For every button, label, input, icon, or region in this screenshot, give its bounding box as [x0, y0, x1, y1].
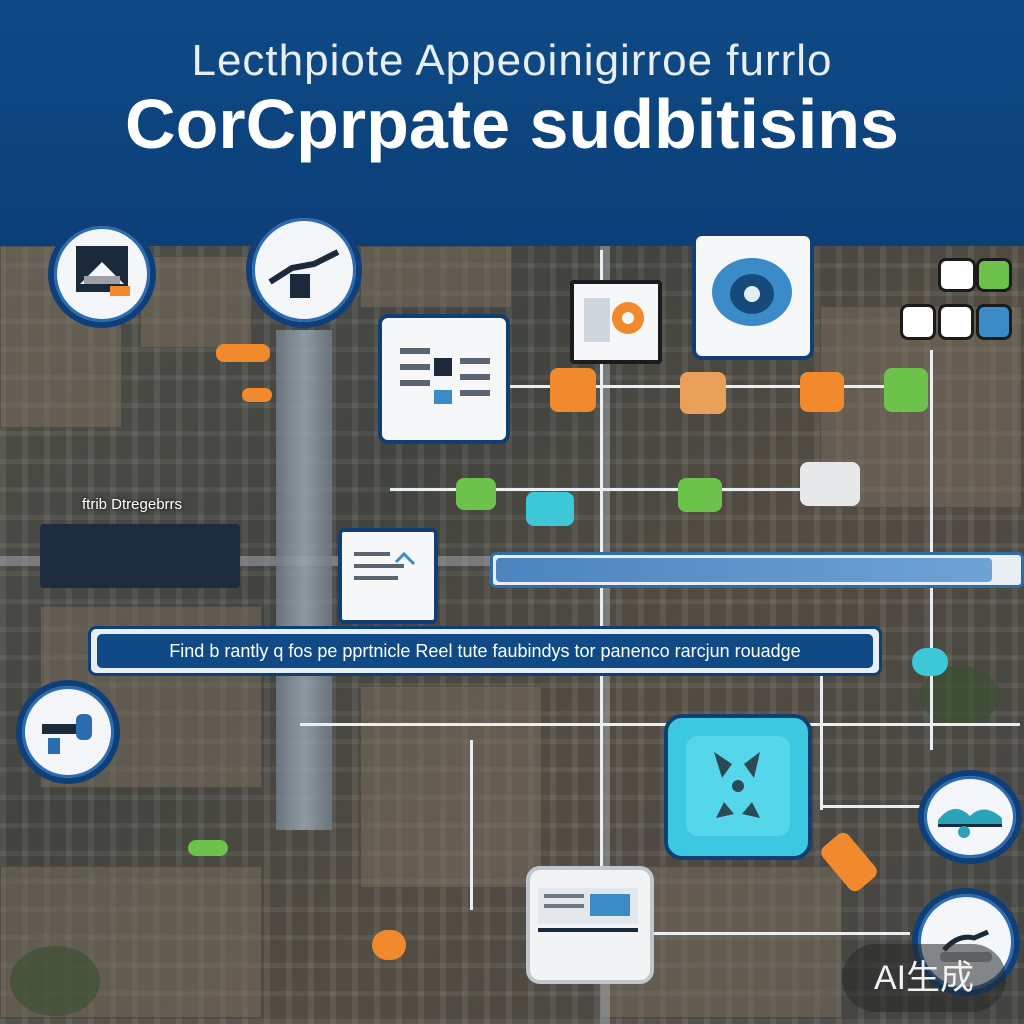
panel-tag-label: ftrib Dtregebrrs: [82, 496, 183, 513]
wrench-icon: [42, 714, 92, 754]
grid-tile-icon[interactable]: [976, 258, 1012, 292]
green-tag-icon: [188, 840, 228, 856]
gear-icon: [584, 298, 644, 342]
orange-tag-icon: [242, 388, 272, 402]
connector-line: [530, 932, 910, 935]
connector-line: [470, 740, 473, 910]
green-node-icon[interactable]: [678, 478, 722, 512]
control-device[interactable]: [526, 866, 654, 984]
cyan-node-icon[interactable]: [912, 648, 948, 676]
grid-tile-icon[interactable]: [938, 258, 976, 292]
progress-fill: [496, 558, 993, 582]
header-subtitle: Lecthpiote Appeoinigirroe furrlo: [191, 36, 833, 85]
orange-node-icon[interactable]: [800, 372, 844, 412]
network-hub-card[interactable]: [664, 714, 812, 860]
landscape-icon: [938, 808, 1002, 838]
grid-tile-icon[interactable]: [900, 304, 936, 340]
header-title: CorCprpate sudbitisins: [125, 85, 899, 163]
landscape-icon-badge[interactable]: [918, 770, 1022, 864]
search-bar-field[interactable]: Find b rantly q fos pe pprtnicle Reel tu…: [97, 634, 873, 668]
ai-watermark: AI生成: [842, 944, 1006, 1012]
building-icon: [76, 246, 130, 296]
green-node-icon[interactable]: [884, 368, 928, 412]
orange-node-icon[interactable]: [550, 368, 596, 412]
progress-bar: [490, 552, 1024, 588]
document-card[interactable]: [570, 280, 662, 364]
tool-icon-badge[interactable]: [16, 680, 120, 784]
connector-line: [390, 488, 840, 491]
grid-tile-icon[interactable]: [976, 304, 1012, 340]
orange-node-icon[interactable]: [680, 372, 726, 414]
connector-line: [600, 250, 603, 960]
green-node-icon[interactable]: [456, 478, 496, 510]
tree-cluster: [920, 666, 1000, 726]
tree-cluster: [10, 946, 100, 1016]
chart-icon-badge[interactable]: [246, 212, 362, 328]
trend-chart-icon: [268, 249, 340, 298]
building-block: [0, 866, 262, 1018]
connector-line: [930, 350, 933, 750]
report-card[interactable]: [338, 528, 438, 624]
report-icon: [354, 551, 416, 580]
building-block: [360, 246, 512, 308]
connector-line: [820, 805, 920, 808]
header-banner: Lecthpiote Appeoinigirroe furrlo CorCprp…: [0, 0, 1024, 246]
list-document-icon: [400, 348, 490, 404]
building-block: [360, 686, 542, 888]
document-list-card[interactable]: [378, 314, 510, 444]
cloud-node-icon[interactable]: [800, 462, 860, 506]
network-hub-icon: [686, 736, 790, 836]
search-bar-text: Find b rantly q fos pe pprtnicle Reel tu…: [169, 641, 801, 661]
orange-tag-icon: [216, 344, 270, 362]
cyan-node-icon[interactable]: [526, 492, 574, 526]
grid-tile-icon[interactable]: [938, 304, 974, 340]
search-bar[interactable]: Find b rantly q fos pe pprtnicle Reel tu…: [88, 626, 882, 676]
building-block: [140, 256, 252, 348]
orange-node-icon: [372, 930, 406, 960]
analysis-card[interactable]: [692, 232, 814, 360]
connector-line: [820, 660, 823, 810]
ai-watermark-text: AI生成: [873, 959, 975, 997]
connector-line: [300, 723, 1020, 726]
highway: [276, 330, 332, 830]
building-icon-badge[interactable]: [48, 220, 156, 328]
scan-icon: [712, 258, 792, 326]
dashboard-icon: [538, 888, 638, 932]
data-panel[interactable]: [40, 524, 240, 588]
